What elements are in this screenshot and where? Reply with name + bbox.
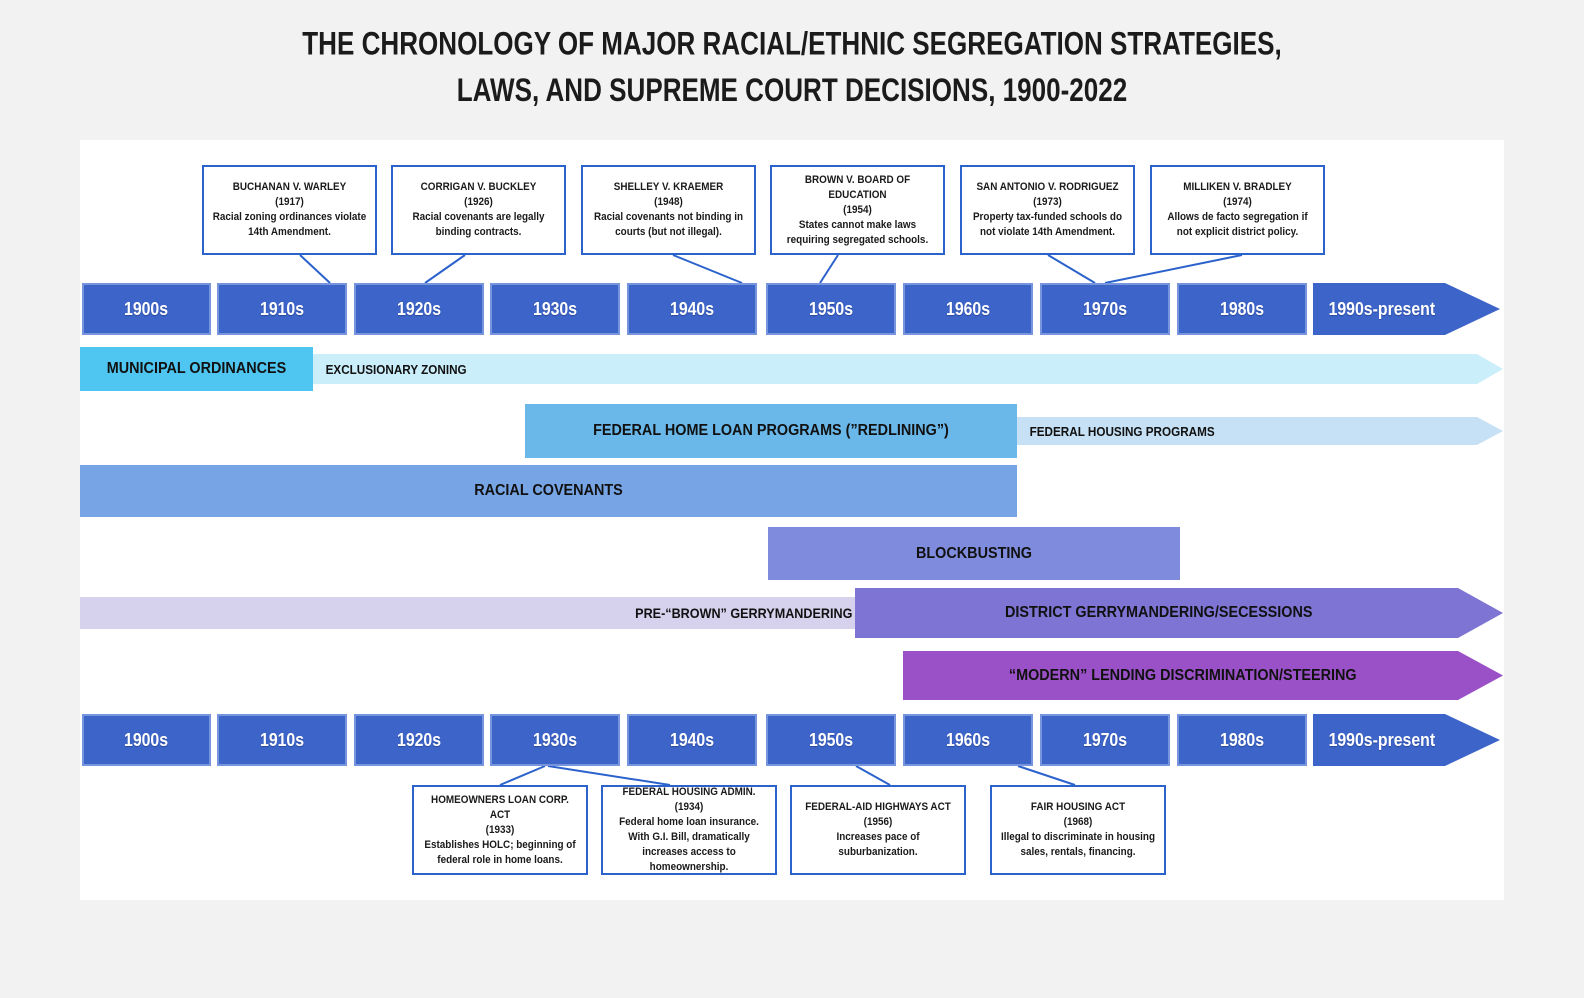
legislation-callout: HOMEOWNERS LOAN CORP. ACT (1933) Establi… [412,785,588,875]
decade-box-arrow: 1990s-present [1313,283,1500,335]
decade-box-arrow: 1990s-present [1313,714,1500,766]
case-description: Racial zoning ordinances violate 14th Am… [212,211,367,238]
timeline-board: BUCHANAN V. WARLEY (1917) Racial zoning … [80,140,1504,900]
act-year: (1968) [1063,816,1093,828]
case-description: Allows de facto segregation if not expli… [1167,211,1308,238]
case-name: BUCHANAN V. WARLEY [232,181,347,193]
page-title: THE CHRONOLOGY OF MAJOR RACIAL/ETHNIC SE… [127,20,1458,114]
case-name: BROWN V. BOARD OF EDUCATION [804,173,911,201]
decade-box: 1930s [490,283,620,335]
case-year: (1973) [1033,196,1062,208]
decade-box: 1960s [903,283,1033,335]
legislation-callout: FEDERAL HOUSING ADMIN. (1934) Federal ho… [601,785,777,875]
decade-box: 1900s [82,714,211,766]
bar-municipal-ordinances: MUNICIPAL ORDINANCES [80,347,313,391]
case-year: (1974) [1223,196,1252,208]
case-description: Property tax-funded schools do not viola… [972,211,1123,238]
act-name: FEDERAL-AID HIGHWAYS ACT [805,801,951,813]
decade-box: 1960s [903,714,1033,766]
court-case-callout: MILLIKEN V. BRADLEY (1974) Allows de fac… [1150,165,1325,255]
legislation-callout: FEDERAL-AID HIGHWAYS ACT (1956) Increase… [790,785,966,875]
bar-exclusionary-zoning: EXCLUSIONARY ZONING [313,354,1503,384]
court-case-callout: BUCHANAN V. WARLEY (1917) Racial zoning … [202,165,377,255]
decade-box: 1900s [82,283,211,335]
page-title-line-1: THE CHRONOLOGY OF MAJOR RACIAL/ETHNIC SE… [302,25,1282,62]
act-year: (1956) [863,816,893,828]
case-year: (1954) [843,203,872,216]
page-title-line-2: LAWS, AND SUPREME COURT DECISIONS, 1900-… [456,72,1128,109]
case-name: MILLIKEN V. BRADLEY [1183,181,1292,193]
case-name: SHELLEY V. KRAEMER [613,181,724,193]
case-name: CORRIGAN V. BUCKLEY [420,181,537,193]
decade-box: 1930s [490,714,620,766]
case-description: Racial covenants not binding in courts (… [593,211,744,238]
decade-box: 1920s [354,714,484,766]
act-description: Illegal to discriminate in housing sales… [1000,831,1156,858]
decade-box: 1970s [1040,283,1170,335]
case-year: (1917) [275,196,304,208]
decade-box: 1980s [1177,283,1307,335]
legislation-callout: FAIR HOUSING ACT (1968) Illegal to discr… [990,785,1166,875]
court-case-callout: CORRIGAN V. BUCKLEY (1926) Racial covena… [391,165,566,255]
decade-box: 1970s [1040,714,1170,766]
case-description: Racial covenants are legally binding con… [412,211,545,238]
decade-box: 1980s [1177,714,1307,766]
act-year: (1934) [674,801,704,813]
act-name: FEDERAL HOUSING ADMIN. [622,786,756,798]
bar-modern-lending-discrimination: “MODERN” LENDING DISCRIMINATION/STEERING [903,651,1503,700]
bar-district-gerrymandering: DISTRICT GERRYMANDERING/SECESSIONS [855,588,1503,638]
decade-box: 1950s [766,283,896,335]
decade-box: 1910s [217,283,347,335]
case-name: SAN ANTONIO V. RODRIGUEZ [976,181,1119,193]
bar-redlining: FEDERAL HOME LOAN PROGRAMS (”REDLINING”) [525,404,1017,458]
case-description: States cannot make laws requiring segreg… [786,218,929,246]
case-year: (1926) [464,196,493,208]
act-description: Federal home loan insurance. With G.I. B… [619,816,759,873]
act-year: (1933) [485,823,515,836]
decade-box: 1940s [627,714,757,766]
act-description: Increases pace of suburbanization. [836,831,920,858]
decade-box: 1950s [766,714,896,766]
act-description: Establishes HOLC; beginning of federal r… [424,838,576,866]
court-case-callout: SAN ANTONIO V. RODRIGUEZ (1973) Property… [960,165,1135,255]
decade-box: 1920s [354,283,484,335]
act-name: HOMEOWNERS LOAN CORP. ACT [431,793,569,821]
bar-pre-brown-gerrymandering: PRE-“BROWN” GERRYMANDERING [80,597,865,629]
bar-federal-housing-programs: FEDERAL HOUSING PROGRAMS [1017,417,1503,445]
bar-racial-covenants: RACIAL COVENANTS [80,465,1017,517]
court-case-callout: SHELLEY V. KRAEMER (1948) Racial covenan… [581,165,756,255]
court-case-callout: BROWN V. BOARD OF EDUCATION (1954) State… [770,165,945,255]
act-name: FAIR HOUSING ACT [1030,801,1126,813]
decade-box: 1910s [217,714,347,766]
bar-blockbusting: BLOCKBUSTING [768,527,1180,580]
decade-box: 1940s [627,283,757,335]
case-year: (1948) [654,196,683,208]
